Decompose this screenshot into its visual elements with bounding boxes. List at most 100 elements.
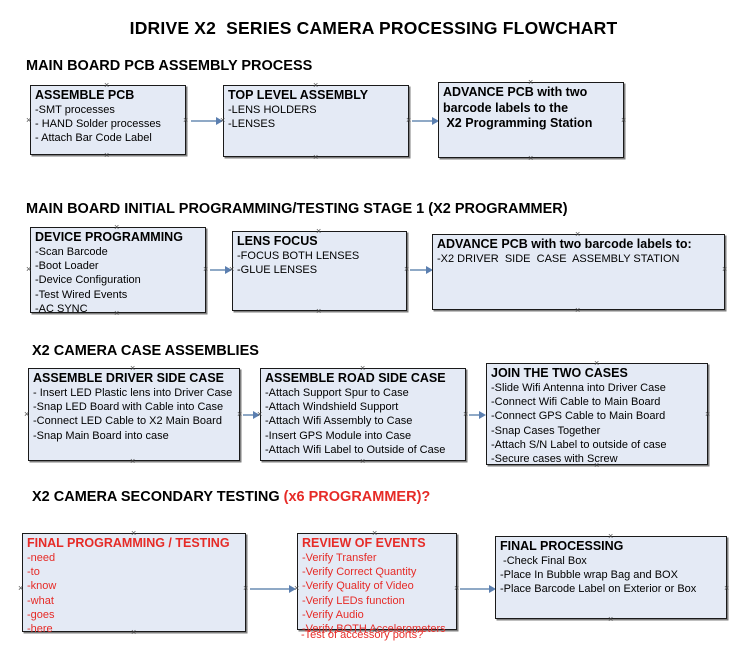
connector-handle-icon[interactable]: × <box>463 409 469 419</box>
box-review-of-events[interactable]: REVIEW OF EVENTS -Verify Transfer -Verif… <box>297 533 457 635</box>
box-line: -Snap Main Board into case <box>33 429 169 442</box>
connector-handle-icon[interactable]: × <box>24 409 30 419</box>
connector-handle-icon[interactable]: × <box>372 528 378 538</box>
connector-handle-icon[interactable]: × <box>26 115 32 125</box>
connector-arrow-line <box>469 414 483 416</box>
connector-handle-icon[interactable]: × <box>316 306 322 316</box>
box-line: - HAND Solder processes <box>35 118 161 131</box>
box-assemble-pcb[interactable]: ASSEMBLE PCB -SMT processes - HAND Solde… <box>30 85 186 155</box>
connector-arrow-head-icon <box>426 265 433 274</box>
connector-handle-icon[interactable]: × <box>229 264 235 274</box>
section-heading-text: X2 CAMERA CASE ASSEMBLIES <box>32 343 259 359</box>
connector-handle-icon[interactable]: × <box>528 153 534 163</box>
connector-handle-icon[interactable]: × <box>722 264 728 274</box>
box-line: -Scan Barcode <box>35 246 108 258</box>
connector-handle-icon[interactable]: × <box>130 363 136 373</box>
connector-handle-icon[interactable]: × <box>705 409 711 419</box>
connector-handle-icon[interactable]: × <box>18 583 24 593</box>
connector-handle-icon[interactable]: × <box>575 305 581 315</box>
connector-arrow-line <box>191 120 218 122</box>
connector-handle-icon[interactable]: × <box>575 229 581 239</box>
box-final-processing[interactable]: FINAL PROCESSING -Check Final Box -Place… <box>495 536 727 619</box>
box-line: -Verify LEDs function <box>302 594 405 607</box>
box-title: REVIEW OF EVENTS <box>302 536 426 550</box>
connector-handle-icon[interactable]: × <box>372 625 378 635</box>
box-line: -FOCUS BOTH LENSES <box>237 250 360 262</box>
box-line: -X2 DRIVER SIDE CASE ASSEMBLY STATION <box>437 253 680 265</box>
box-assemble-driver-side-case[interactable]: ASSEMBLE DRIVER SIDE CASE - Insert LED P… <box>28 368 240 461</box>
connector-arrow-head-icon <box>289 584 296 593</box>
box-line: -Secure cases with Screw <box>491 453 618 466</box>
connector-handle-icon[interactable]: × <box>404 264 410 274</box>
connector-handle-icon[interactable]: × <box>237 409 243 419</box>
connector-handle-icon[interactable]: × <box>360 456 366 466</box>
connector-handle-icon[interactable]: × <box>131 627 137 637</box>
connector-arrow-head-icon <box>432 116 439 125</box>
connector-arrow-head-icon <box>479 410 486 419</box>
connector-handle-icon[interactable]: × <box>131 528 137 538</box>
connector-handle-icon[interactable]: × <box>114 308 120 318</box>
section-heading-main-board-pcb-assembly: MAIN BOARD PCB ASSEMBLY PROCESS <box>26 58 312 74</box>
box-join-the-two-cases[interactable]: JOIN THE TWO CASES -Slide Wifi Antenna i… <box>486 363 708 465</box>
connector-handle-icon[interactable]: × <box>406 115 412 125</box>
box-line: -Verify BOTH Accelerometers <box>302 623 446 636</box>
section-heading-text: MAIN BOARD INITIAL PROGRAMMING/TESTING S… <box>26 201 568 217</box>
box-title: ASSEMBLE ROAD SIDE CASE <box>265 371 446 385</box>
box-title: ASSEMBLE PCB <box>35 88 135 102</box>
box-top-level-assembly[interactable]: TOP LEVEL ASSEMBLY -LENS HOLDERS -LENSES <box>223 85 409 157</box>
box-line: -Attach Windshield Support <box>265 401 399 414</box>
connector-handle-icon[interactable]: × <box>313 80 319 90</box>
box-line: -Device Configuration <box>35 274 141 287</box>
connector-handle-icon[interactable]: × <box>724 583 730 593</box>
box-line: -SMT processes <box>35 104 115 116</box>
connector-handle-icon[interactable]: × <box>454 583 460 593</box>
connector-handle-icon[interactable]: × <box>294 583 300 593</box>
box-line: -Connect Wifi Cable to Main Board <box>491 396 661 409</box>
box-line: - Attach Bar Code Label <box>35 132 152 145</box>
connector-handle-icon[interactable]: × <box>594 358 600 368</box>
box-line: -Slide Wifi Antenna into Driver Case <box>491 382 666 394</box>
connector-handle-icon[interactable]: × <box>130 456 136 466</box>
box-line: -Insert GPS Module into Case <box>265 429 412 442</box>
box-line: -LENSES <box>228 118 276 131</box>
connector-handle-icon[interactable]: × <box>114 222 120 232</box>
connector-handle-icon[interactable]: × <box>104 150 110 160</box>
connector-handle-icon[interactable]: × <box>313 152 319 162</box>
connector-handle-icon[interactable]: × <box>621 115 627 125</box>
connector-arrow-head-icon <box>253 410 260 419</box>
connector-handle-icon[interactable]: × <box>257 409 263 419</box>
section-heading-x2-camera-secondary-testing: X2 CAMERA SECONDARY TESTING (x6 PROGRAMM… <box>32 489 430 505</box>
connector-arrow-head-icon <box>216 116 223 125</box>
box-advance-pcb-driver-side-case[interactable]: ADVANCE PCB with two barcode labels to: … <box>432 234 725 310</box>
connector-handle-icon[interactable]: × <box>608 614 614 624</box>
connector-arrow-line <box>460 588 492 590</box>
connector-handle-icon[interactable]: × <box>594 460 600 470</box>
connector-handle-icon[interactable]: × <box>360 363 366 373</box>
box-line: -Verify Audio <box>302 608 364 621</box>
connector-handle-icon[interactable]: × <box>316 226 322 236</box>
box-advance-pcb-programming-station[interactable]: ADVANCE PCB with two barcode labels to t… <box>438 82 624 158</box>
box-line: -Snap LED Board with Cable into Case <box>33 401 224 414</box>
connector-arrow-line <box>250 588 292 590</box>
box-assemble-road-side-case[interactable]: ASSEMBLE ROAD SIDE CASE -Attach Support … <box>260 368 466 461</box>
connector-handle-icon[interactable]: × <box>26 264 32 274</box>
box-line: -goes <box>27 608 55 621</box>
box-line: -GLUE LENSES <box>237 264 318 277</box>
box-line: -LENS HOLDERS <box>228 104 317 116</box>
connector-handle-icon[interactable]: × <box>203 264 209 274</box>
connector-arrow-line <box>210 269 227 271</box>
page-title: IDRIVE X2 SERIES CAMERA PROCESSING FLOWC… <box>129 18 618 38</box>
connector-handle-icon[interactable]: × <box>220 115 226 125</box>
box-final-programming-testing[interactable]: FINAL PROGRAMMING / TESTING -need -to -k… <box>22 533 246 635</box>
connector-handle-icon[interactable]: × <box>243 583 249 593</box>
connector-handle-icon[interactable]: × <box>104 80 110 90</box>
box-device-programming[interactable]: DEVICE PROGRAMMING -Scan Barcode -Boot L… <box>30 227 206 315</box>
box-line: ADVANCE PCB with two <box>443 85 588 99</box>
connector-handle-icon[interactable]: × <box>183 115 189 125</box>
box-line: -Verify Correct Quantity <box>302 566 417 579</box>
box-title: ASSEMBLE DRIVER SIDE CASE <box>33 371 225 385</box>
box-lens-focus[interactable]: LENS FOCUS -FOCUS BOTH LENSES -GLUE LENS… <box>232 231 407 311</box>
connector-handle-icon[interactable]: × <box>608 531 614 541</box>
connector-arrow-line <box>410 269 429 271</box>
connector-handle-icon[interactable]: × <box>528 77 534 87</box>
